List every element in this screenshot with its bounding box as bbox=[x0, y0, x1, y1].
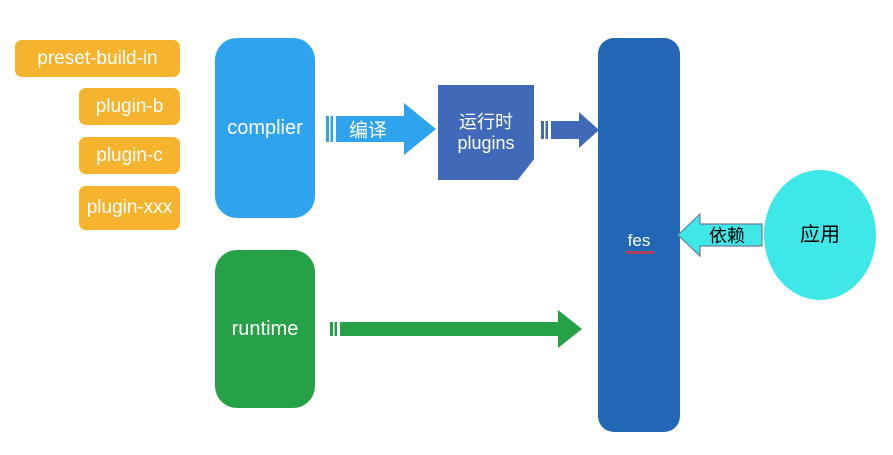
plugin-chip-plugin-xxx[interactable]: plugin-xxx bbox=[79, 186, 180, 230]
plugin-chip-label: plugin-c bbox=[96, 144, 163, 166]
plugin-chip-label: preset-build-in bbox=[37, 47, 158, 69]
arrow-plugins-to-fes-shape bbox=[541, 112, 599, 148]
arrow-plugins-to-fes bbox=[541, 112, 599, 148]
plugin-chip-plugin-b[interactable]: plugin-b bbox=[79, 88, 180, 125]
plugin-chip-preset-build-in[interactable]: preset-build-in bbox=[15, 40, 180, 77]
node-complier-label: complier bbox=[227, 116, 303, 139]
plugin-chip-label: plugin-xxx bbox=[86, 197, 173, 219]
arrow-runtime-to-fes bbox=[330, 310, 582, 348]
plugin-chip-plugin-c[interactable]: plugin-c bbox=[79, 137, 180, 174]
arrow-compile: 编译 bbox=[326, 103, 436, 155]
note-folded-corner bbox=[517, 159, 534, 180]
node-runtime-plugins-label-line2: plugins bbox=[457, 132, 515, 153]
node-runtime-label: runtime bbox=[231, 317, 299, 340]
node-runtime[interactable]: runtime bbox=[215, 250, 315, 408]
arrow-dependency-shape bbox=[677, 212, 763, 258]
node-application-label: 应用 bbox=[800, 223, 840, 246]
arrow-compile-shape bbox=[326, 103, 436, 155]
arrow-runtime-to-fes-shape bbox=[330, 310, 582, 348]
node-complier[interactable]: complier bbox=[215, 38, 315, 218]
plugin-chip-label: plugin-b bbox=[95, 95, 164, 117]
node-fes-label-wrap: fes bbox=[598, 231, 680, 254]
node-application[interactable]: 应用 bbox=[764, 170, 876, 300]
node-fes[interactable]: fes bbox=[598, 38, 680, 432]
node-runtime-plugins[interactable]: 运行时 plugins bbox=[438, 85, 534, 180]
node-runtime-plugins-label-line1: 运行时 bbox=[459, 111, 513, 132]
arrow-dependency: 依赖 bbox=[677, 212, 763, 258]
node-fes-label: fes bbox=[625, 231, 654, 254]
